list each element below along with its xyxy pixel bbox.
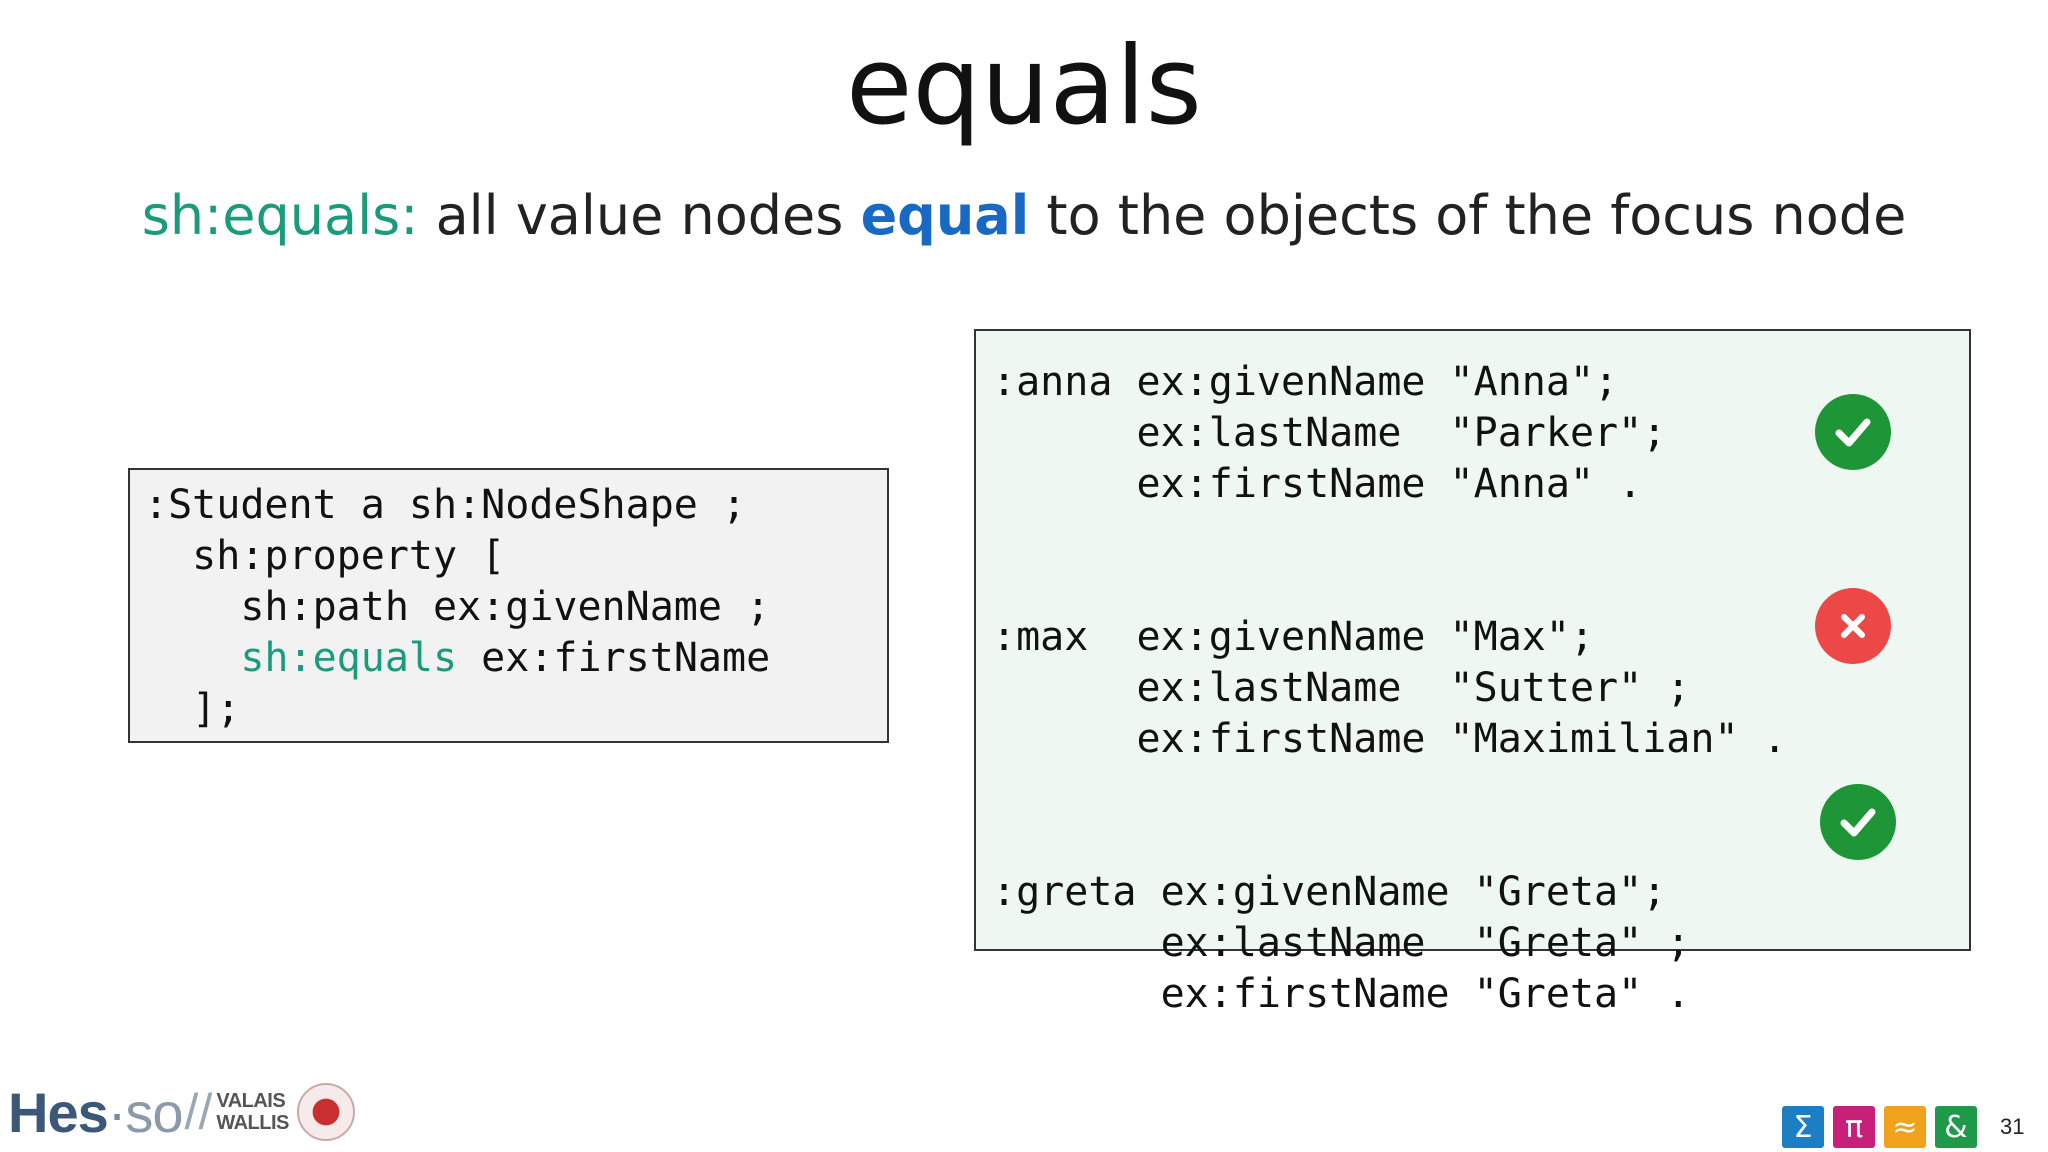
sigma-tile: Σ [1782, 1106, 1824, 1148]
subtitle-keyword: sh:equals: [141, 184, 419, 247]
check-icon [1820, 784, 1896, 860]
max-block: :max ex:givenName "Max"; ex:lastName "Su… [992, 612, 1953, 765]
code-line: ex:firstName "Anna" . [992, 461, 1643, 507]
code-line: ex:firstName "Greta" . [992, 971, 1691, 1017]
anna-block: :anna ex:givenName "Anna"; ex:lastName "… [992, 357, 1953, 510]
code-line: :greta ex:givenName "Greta"; [992, 869, 1667, 915]
slide-title: equals [846, 24, 1202, 149]
topic-tiles: Σ π ≈ & [1782, 1106, 1986, 1148]
code-line: :anna ex:givenName "Anna"; [992, 359, 1619, 405]
pi-tile: π [1833, 1106, 1875, 1148]
cross-icon [1815, 588, 1891, 664]
code-line: sh:path ex:givenName ; [144, 584, 771, 630]
page-number: 31 [2000, 1114, 2025, 1139]
check-icon [1815, 394, 1891, 470]
code-line: sh:property [ [144, 533, 506, 579]
shape-code-box: :Student a sh:NodeShape ; sh:property [ … [128, 468, 889, 743]
greta-block: :greta ex:givenName "Greta"; ex:lastName… [992, 867, 1953, 1020]
approx-tile: ≈ [1884, 1106, 1926, 1148]
subtitle-text-before: all value nodes [418, 184, 861, 247]
code-text: ex:firstName [457, 635, 771, 681]
data-code-box: :anna ex:givenName "Anna"; ex:lastName "… [974, 329, 1971, 1017]
logo-slashes: // [184, 1084, 213, 1140]
seal-icon [296, 1083, 355, 1141]
code-line: ex:firstName "Maximilian" . [992, 716, 1787, 762]
code-indent [144, 635, 240, 681]
code-line: sh:equals ex:firstName [144, 633, 873, 684]
subtitle-emphasis: equal [860, 184, 1030, 247]
code-line: ex:lastName "Greta" ; [992, 920, 1691, 966]
subtitle-text-after: to the objects of the focus node [1029, 184, 1907, 247]
code-line: ]; [144, 686, 241, 732]
equals-keyword: sh:equals [240, 635, 458, 681]
slide-subtitle: sh:equals: all value nodes equal to the … [0, 184, 2048, 249]
code-line: :max ex:givenName "Max"; [992, 614, 1595, 660]
logo-hes: Hes·so [8, 1080, 184, 1144]
ampersand-tile: & [1935, 1106, 1977, 1148]
code-line: ex:lastName "Sutter" ; [992, 665, 1691, 711]
code-line: :Student a sh:NodeShape ; [144, 482, 747, 528]
code-line: ex:lastName "Parker"; [992, 410, 1667, 456]
